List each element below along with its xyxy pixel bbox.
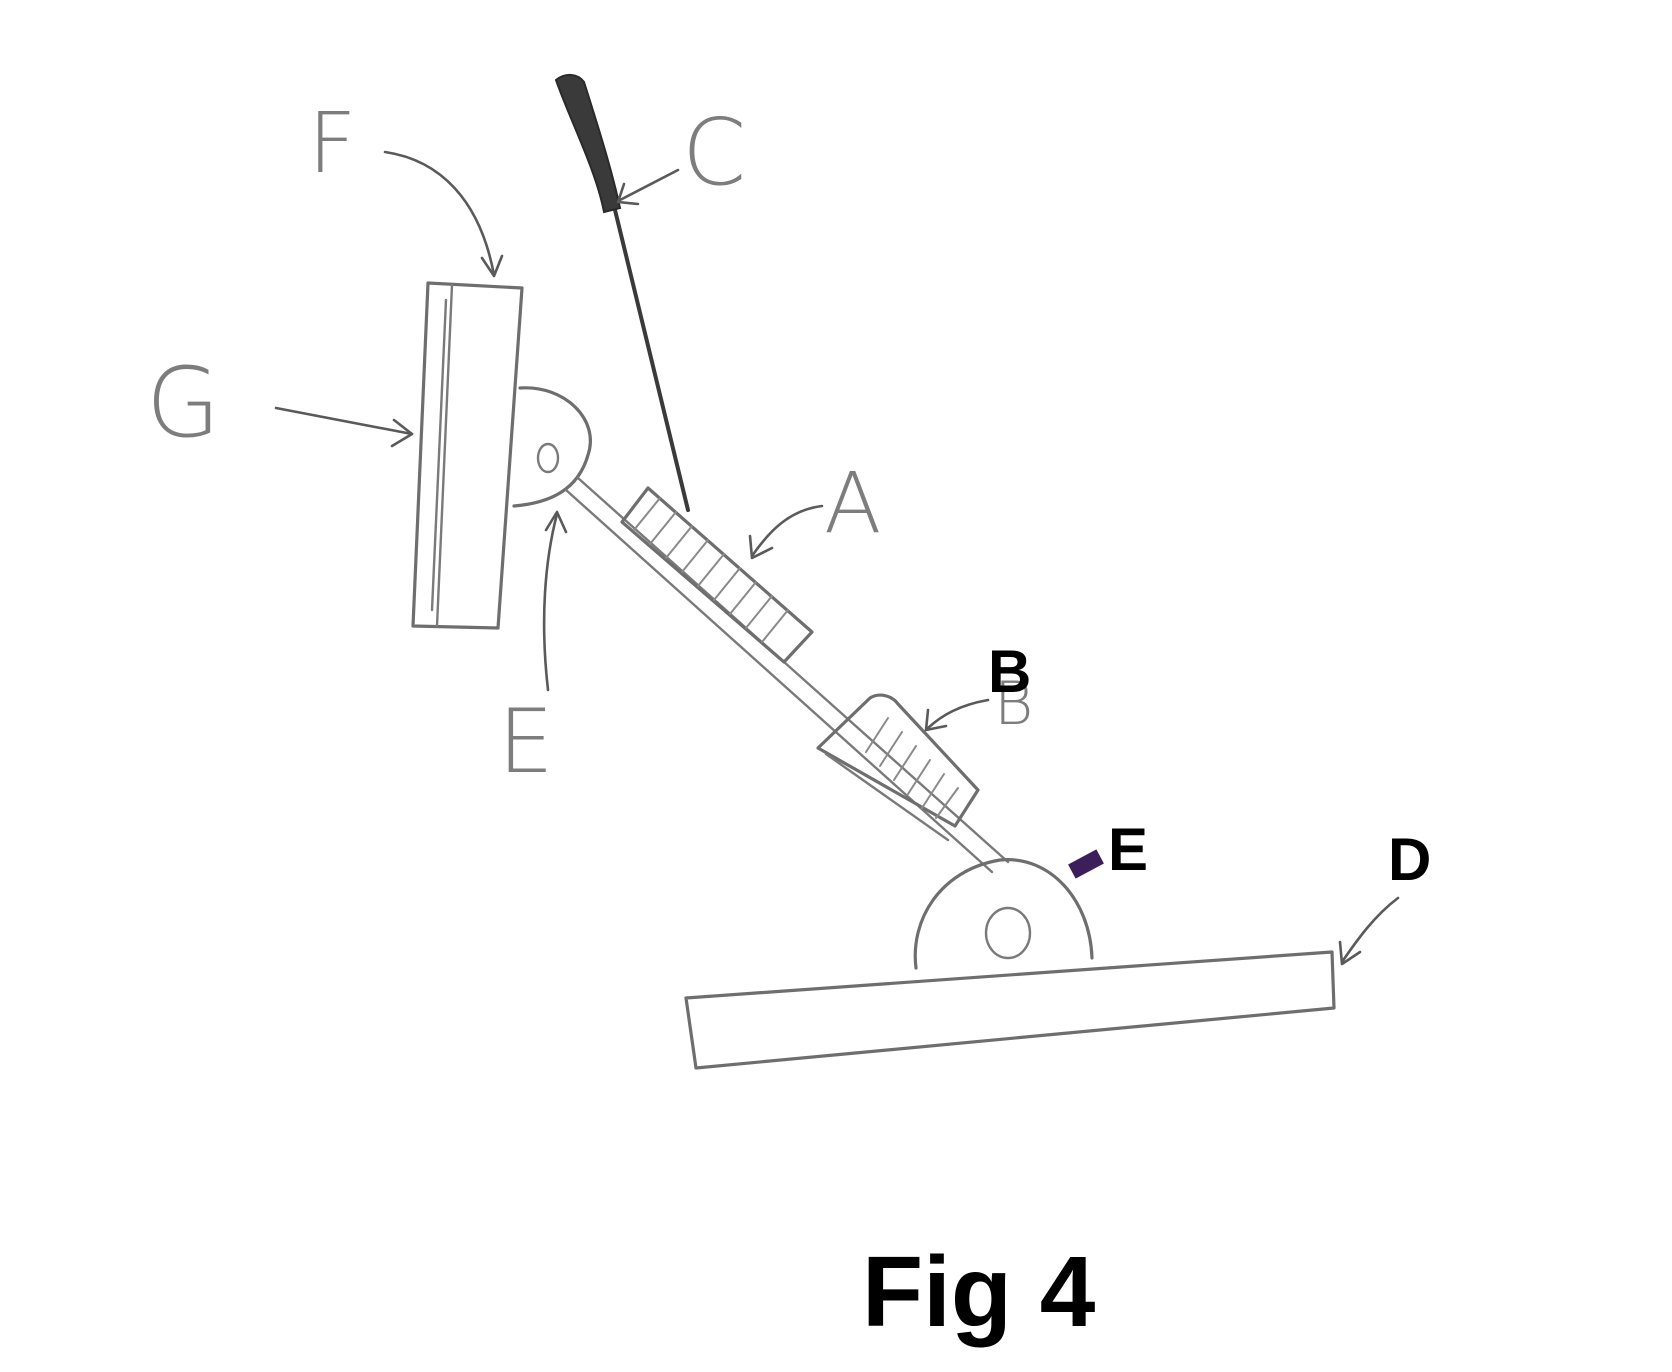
lower-hinge-bracket — [913, 858, 1094, 970]
label-e-lower: E — [1108, 816, 1148, 883]
base-plate-d — [684, 950, 1336, 1070]
brush-c — [554, 74, 690, 512]
label-g: G — [146, 347, 220, 459]
label-d: D — [1388, 826, 1431, 893]
figure-caption: Fig 4 — [862, 1236, 1096, 1348]
connecting-rod — [564, 476, 1010, 874]
plate-g — [411, 281, 524, 630]
upper-hinge-bracket — [512, 386, 592, 508]
label-e-upper: E — [498, 690, 554, 793]
label-b-handwritten: B — [994, 669, 1033, 739]
sleeve-b — [816, 693, 980, 842]
label-c: C — [682, 99, 746, 206]
label-arrows — [274, 150, 1400, 966]
label-f: F — [308, 94, 356, 192]
marker-e-swatch — [1068, 849, 1104, 879]
label-b-typed: B — [988, 638, 1031, 705]
sleeve-a — [620, 486, 814, 664]
label-a: A — [824, 454, 881, 552]
